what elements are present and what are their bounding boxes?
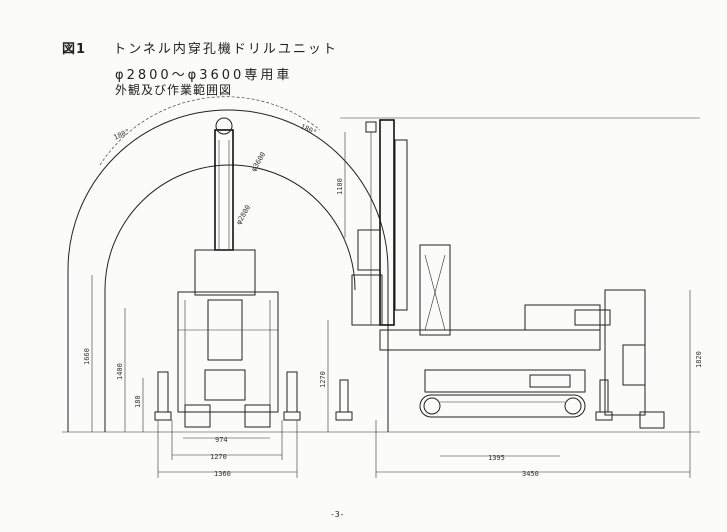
dim-1395: 1395	[488, 454, 505, 462]
mast-top-pulley	[215, 117, 233, 135]
figure-subtitle-2: 外観及び作業範囲図	[115, 83, 233, 97]
page-number: -3-	[330, 510, 345, 519]
side-boom	[379, 329, 601, 351]
side-drill-head	[357, 229, 381, 271]
side-chassis	[424, 369, 586, 393]
dim-phi-2800: φ2800	[235, 204, 252, 226]
dim-1400: 1400	[116, 363, 124, 380]
side-crawler	[419, 394, 586, 418]
front-mast	[214, 129, 234, 251]
front-view	[67, 96, 389, 478]
figure-title: トンネル内穿孔機ドリルユニット	[113, 42, 338, 57]
side-outrigger-left	[339, 379, 349, 413]
side-mast	[379, 119, 395, 326]
front-upper-frame	[194, 249, 256, 296]
side-operator-panel	[524, 304, 601, 331]
tunnel-outline-3600	[67, 109, 389, 432]
side-view	[327, 117, 700, 478]
tunnel-outline-2800	[104, 164, 356, 432]
dim-side-1270: 1270	[319, 371, 327, 388]
angle-left: 180°	[112, 127, 131, 141]
front-body-frame	[177, 291, 279, 413]
dim-1660: 1660	[83, 348, 91, 365]
front-base	[204, 369, 246, 401]
side-upper-frame	[419, 244, 451, 336]
front-outrigger-left	[157, 371, 169, 413]
dim-180: 180	[134, 395, 142, 408]
angle-right: 180°	[299, 123, 318, 137]
side-mast-rail	[394, 139, 408, 311]
front-track-right	[244, 404, 271, 428]
front-outrigger-right	[286, 371, 298, 413]
side-feed-unit	[351, 274, 383, 326]
figure-label: 図1	[62, 42, 87, 57]
dim-1270: 1270	[210, 453, 227, 461]
figure-caption: 図1 トンネル内穿孔機ドリルユニット	[62, 38, 338, 57]
dim-3450: 3450	[522, 470, 539, 478]
figure-subtitle: φ2800～φ3600専用車	[115, 68, 293, 83]
dim-1100: 1100	[336, 178, 344, 195]
side-control-cabinet	[604, 289, 646, 416]
swing-arc	[99, 96, 321, 166]
side-outrigger-right	[599, 379, 609, 413]
dim-974: 974	[215, 436, 228, 444]
dim-1360: 1360	[214, 470, 231, 478]
dim-1820: 1820	[695, 351, 703, 368]
front-track-left	[184, 404, 211, 428]
